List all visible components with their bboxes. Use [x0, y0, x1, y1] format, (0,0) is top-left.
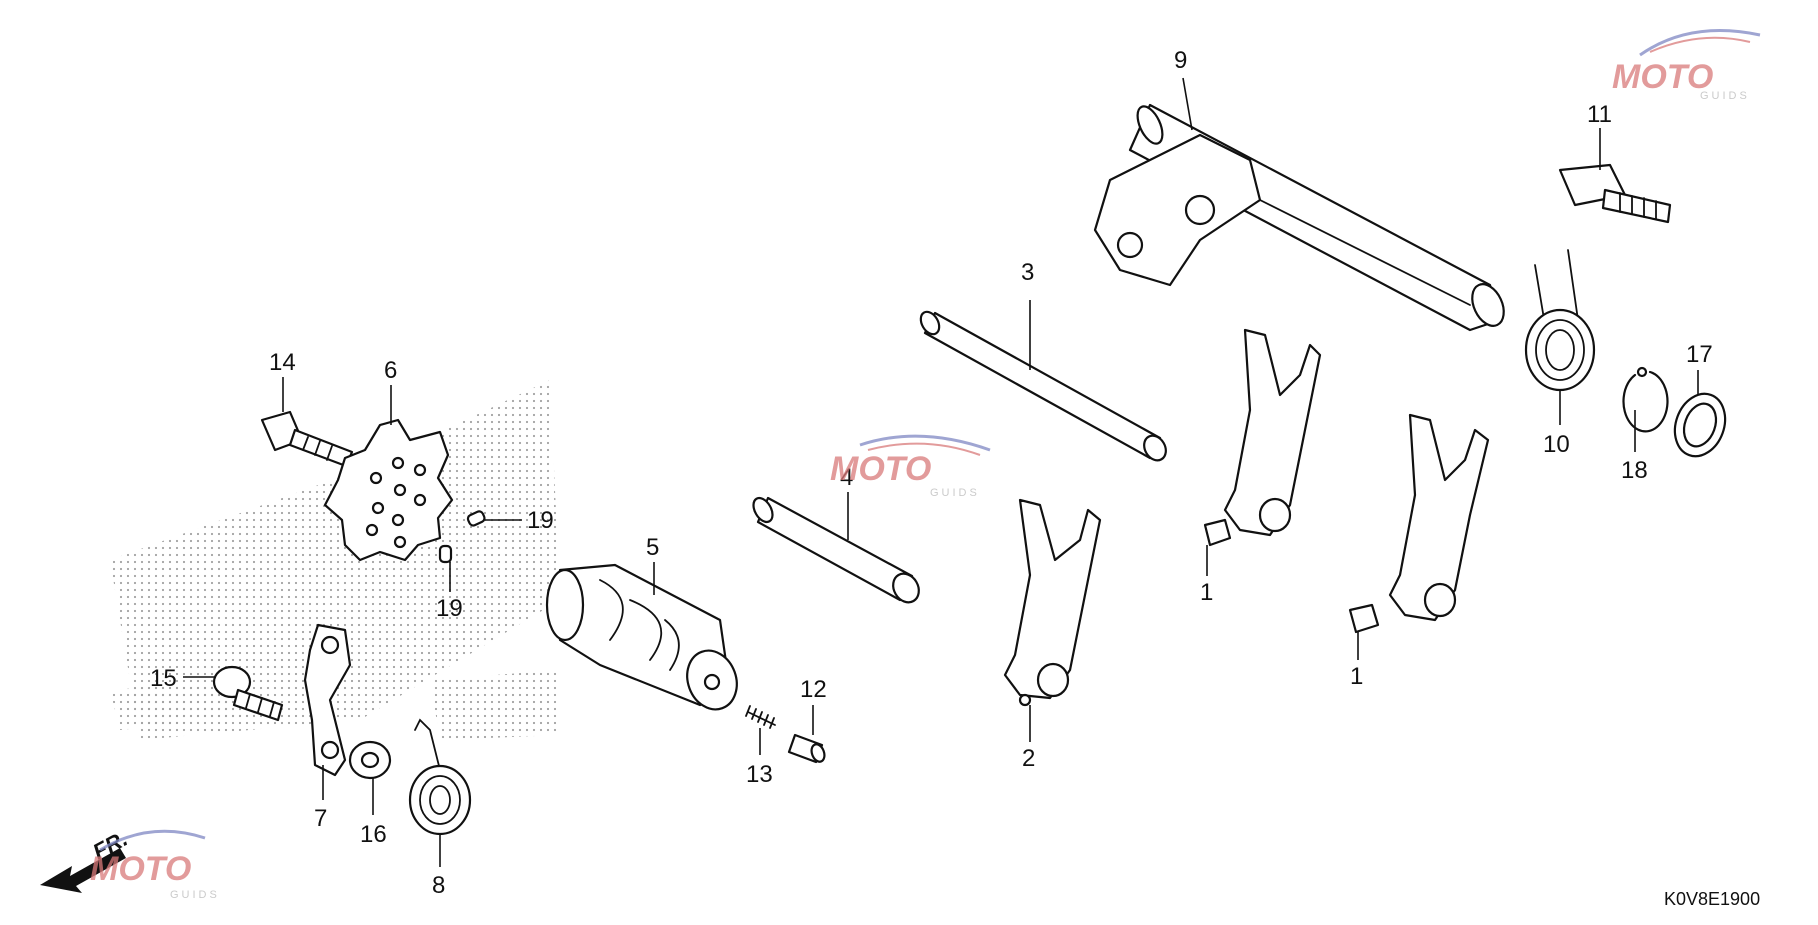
stopper-spring-part: [408, 718, 472, 836]
circlip-part: [1622, 366, 1669, 433]
callout-6: 6: [384, 357, 397, 384]
callout-3: 3: [1021, 259, 1034, 286]
callout-16: 16: [360, 821, 387, 848]
small-spring-part: [745, 705, 776, 729]
watermark-logo-bottom: MOTO GUIDS: [90, 829, 220, 901]
callout-11: 11: [1587, 101, 1612, 128]
callout-9: 9: [1174, 47, 1187, 74]
callout-15: 15: [150, 665, 177, 692]
callout-1a: 1: [1200, 579, 1213, 606]
washer-part-17: [1673, 392, 1727, 458]
callout-12: 12: [800, 676, 827, 703]
watermark-logo-top: MOTO GUIDS: [1612, 29, 1761, 102]
watermark-text-top: MOTO: [1612, 58, 1713, 96]
return-spring-part: [1524, 249, 1596, 392]
watermark-logo-center: MOTO GUIDS: [830, 434, 991, 499]
shift-pin-part: [752, 496, 920, 604]
bolt-part-14: [260, 410, 354, 468]
callout-4: 4: [840, 464, 853, 491]
callout-2: 2: [1022, 745, 1035, 772]
watermark-sub-center: GUIDS: [930, 487, 980, 499]
watermark-text-bottom: MOTO: [90, 850, 191, 888]
callout-5: 5: [646, 534, 659, 561]
callout-1b: 1: [1350, 663, 1363, 690]
fork-shaft-part: [919, 310, 1167, 462]
watermark-sub-top: GUIDS: [1700, 90, 1750, 102]
callout-14: 14: [269, 349, 296, 376]
callout-labels: 9 11 3 10 18 17 14 6 19 19 4 5 1 1 2 15 …: [150, 47, 1713, 899]
shift-fork-part-1a: [1203, 328, 1322, 547]
bolt-part-15: [212, 665, 284, 722]
callout-19a: 19: [527, 507, 554, 534]
shift-fork-part-1b: [1348, 413, 1490, 634]
stopper-arm-part: [303, 623, 352, 777]
callout-7: 7: [314, 805, 327, 832]
callout-18: 18: [1621, 457, 1648, 484]
diagram-code: K0V8E1900: [1664, 889, 1760, 909]
gearshift-spindle-part: [1093, 103, 1505, 332]
bolt-part-11: [1558, 163, 1672, 224]
watermark-sub-bottom: GUIDS: [170, 889, 220, 901]
washer-part-16: [348, 740, 392, 780]
leader-lines: [183, 77, 1699, 867]
dowel-pin-part: [438, 510, 486, 564]
callout-13: 13: [746, 761, 773, 788]
callout-10: 10: [1543, 431, 1570, 458]
watermark-text-center: MOTO: [830, 450, 931, 488]
drum-star-part: [323, 418, 454, 562]
callout-17: 17: [1686, 341, 1713, 368]
shift-drum-part: [545, 563, 738, 711]
callout-19b: 19: [436, 595, 463, 622]
shift-fork-part-2: [1003, 498, 1102, 707]
small-pin-part: [787, 733, 826, 764]
callout-8: 8: [432, 872, 445, 899]
